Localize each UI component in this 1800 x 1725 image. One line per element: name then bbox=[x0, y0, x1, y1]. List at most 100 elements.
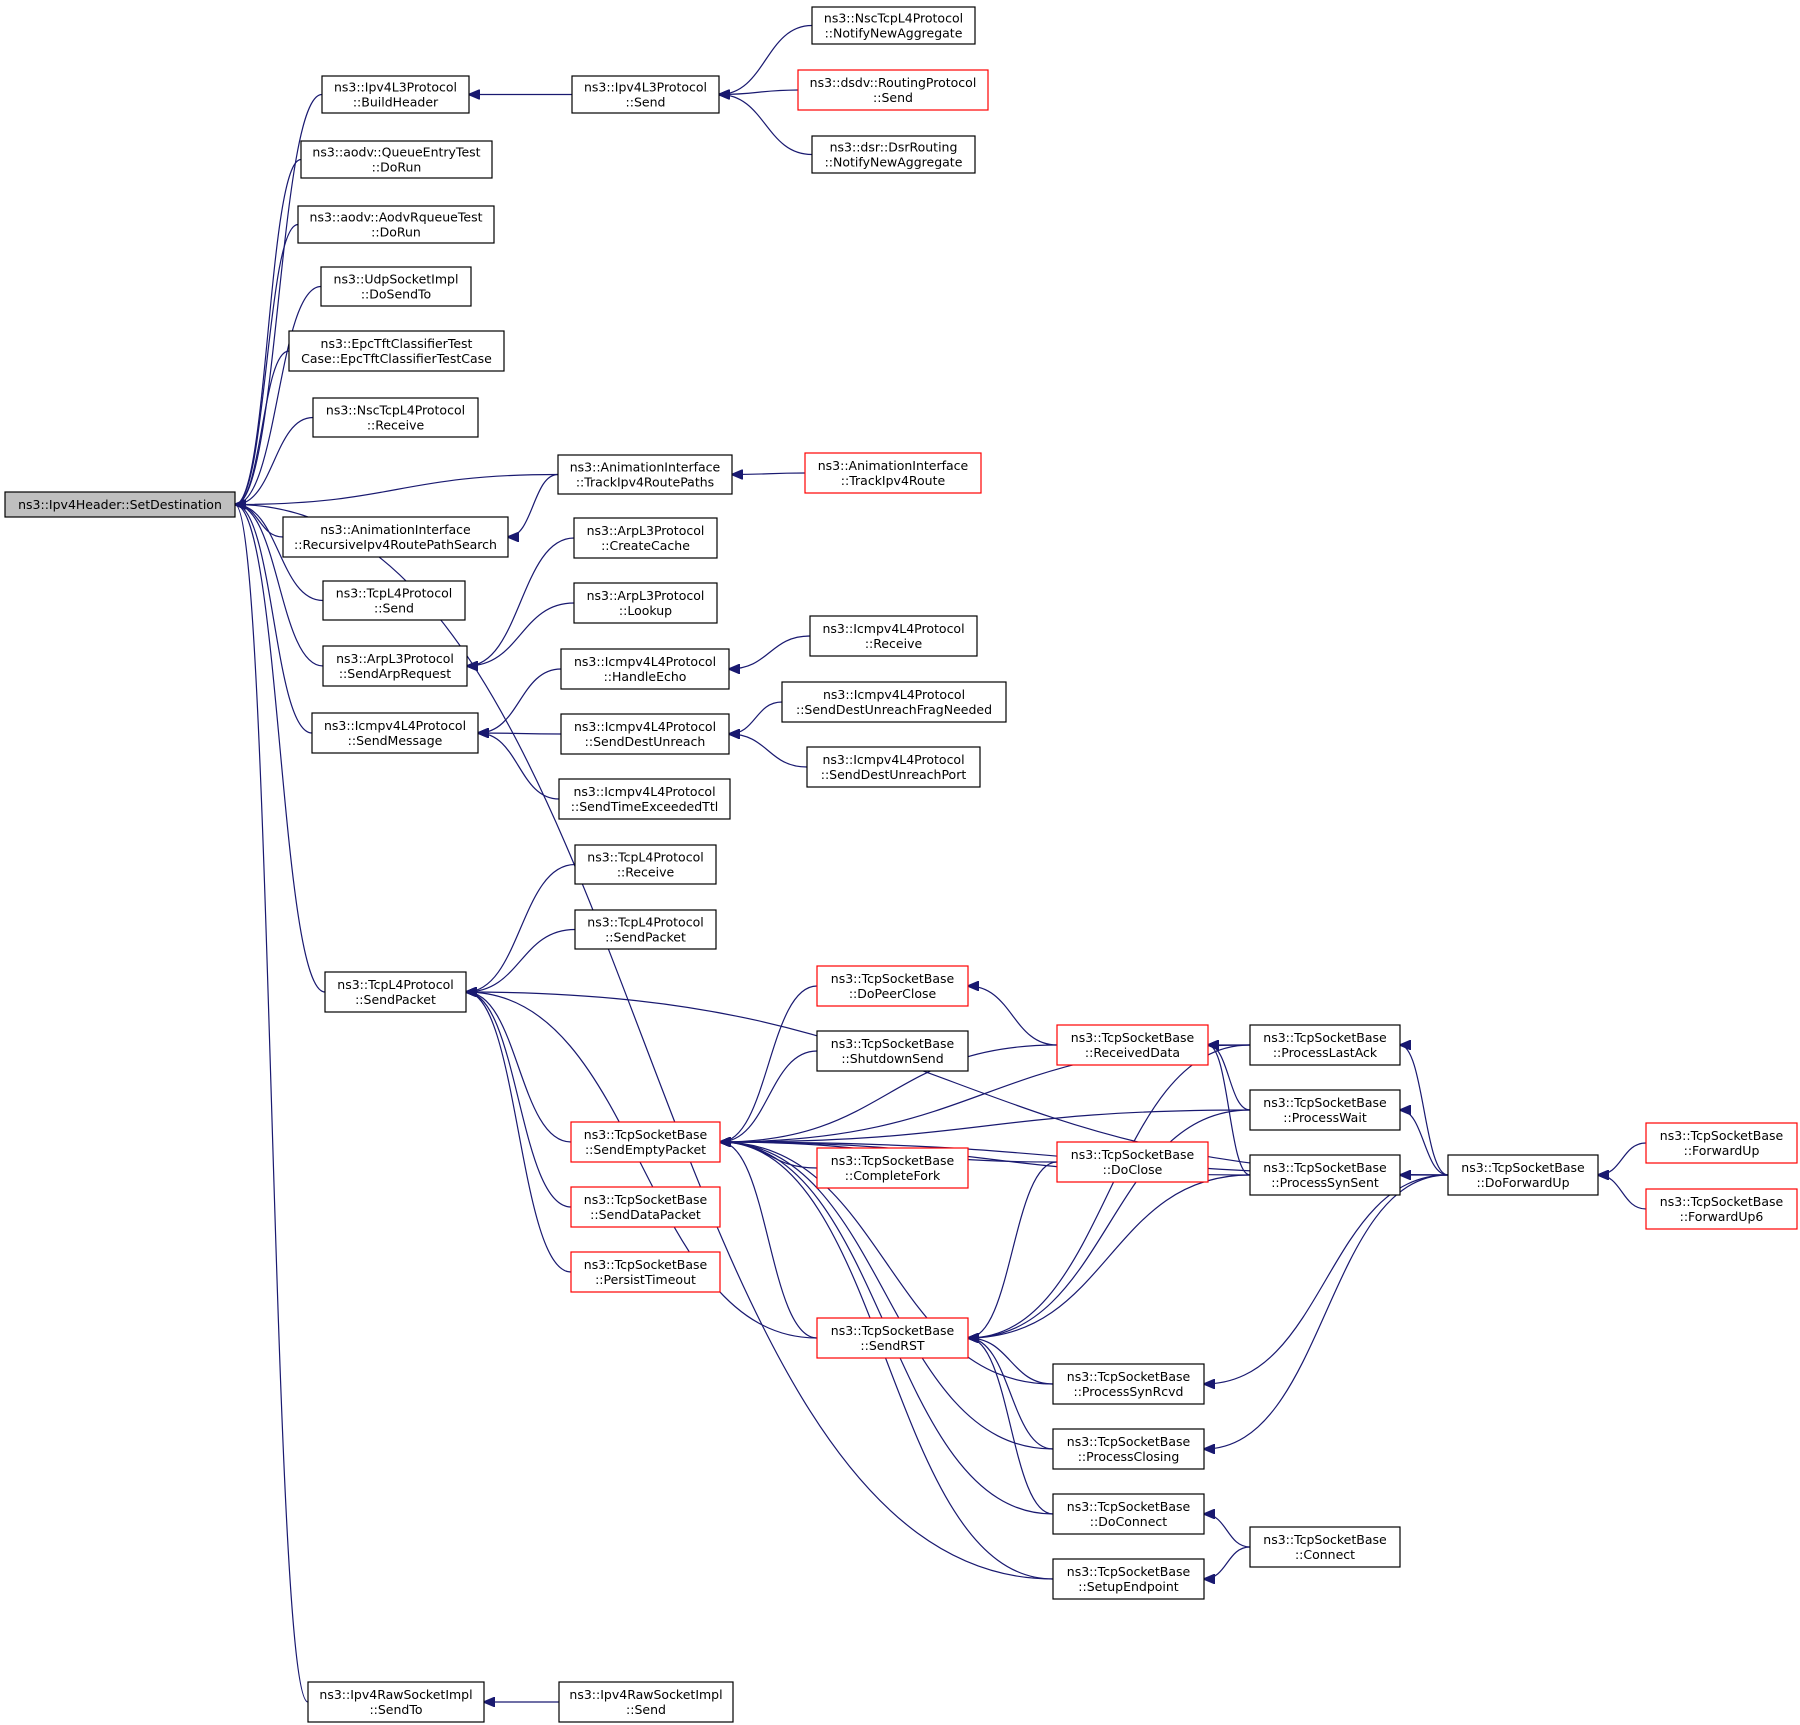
node-recursivepath[interactable]: ns3::AnimationInterface::RecursiveIpv4Ro… bbox=[282, 516, 509, 558]
node-box-doforwardup[interactable] bbox=[1447, 1154, 1599, 1196]
node-arpsendreq[interactable]: ns3::ArpL3Protocol::SendArpRequest bbox=[322, 645, 468, 687]
node-box-doclose[interactable] bbox=[1056, 1141, 1209, 1183]
node-setdest[interactable]: ns3::Ipv4Header::SetDestination bbox=[4, 491, 236, 518]
node-box-setdest[interactable] bbox=[4, 491, 236, 518]
node-box-processlastack[interactable] bbox=[1249, 1024, 1401, 1066]
node-doforwardup[interactable]: ns3::TcpSocketBase::DoForwardUp bbox=[1447, 1154, 1599, 1196]
node-box-aodvrqueue[interactable] bbox=[297, 205, 495, 244]
node-processlastack[interactable]: ns3::TcpSocketBase::ProcessLastAck bbox=[1249, 1024, 1401, 1066]
node-arplookup[interactable]: ns3::ArpL3Protocol::Lookup bbox=[573, 582, 718, 624]
node-persisttimeout[interactable]: ns3::TcpSocketBase::PersistTimeout bbox=[570, 1251, 721, 1293]
node-box-nscreceive[interactable] bbox=[312, 397, 479, 438]
node-icmpdestunreach[interactable]: ns3::Icmpv4L4Protocol::SendDestUnreach bbox=[560, 713, 730, 755]
node-rawsend[interactable]: ns3::Ipv4RawSocketImpl::Send bbox=[558, 1681, 734, 1723]
node-box-buildheader[interactable] bbox=[321, 75, 470, 114]
node-doconnect[interactable]: ns3::TcpSocketBase::DoConnect bbox=[1052, 1493, 1205, 1535]
node-forwardup6[interactable]: ns3::TcpSocketBase::ForwardUp6 bbox=[1645, 1188, 1798, 1230]
node-box-setupendpoint[interactable] bbox=[1052, 1558, 1205, 1600]
node-box-trackroute[interactable] bbox=[804, 452, 982, 494]
node-box-processclosing[interactable] bbox=[1052, 1428, 1205, 1470]
node-nscnotify[interactable]: ns3::NscTcpL4Protocol::NotifyNewAggregat… bbox=[811, 6, 976, 45]
node-epctft[interactable]: ns3::EpcTftClassifierTestCase::EpcTftCla… bbox=[288, 330, 505, 372]
node-box-icmptimeexceeded[interactable] bbox=[558, 778, 731, 820]
node-box-senddatapacket[interactable] bbox=[570, 1186, 721, 1228]
node-forwardup[interactable]: ns3::TcpSocketBase::ForwardUp bbox=[1645, 1122, 1798, 1164]
node-shutdownsend[interactable]: ns3::TcpSocketBase::ShutdownSend bbox=[816, 1030, 969, 1072]
node-box-tcpl4receive[interactable] bbox=[574, 844, 717, 885]
node-completefork[interactable]: ns3::TcpSocketBase::CompleteFork bbox=[816, 1147, 969, 1189]
node-tcpl4send[interactable]: ns3::TcpL4Protocol::Send bbox=[322, 580, 466, 621]
node-udpsendto[interactable]: ns3::UdpSocketImpl::DoSendTo bbox=[320, 266, 472, 307]
node-nscreceive[interactable]: ns3::NscTcpL4Protocol::Receive bbox=[312, 397, 479, 438]
node-receiveddata[interactable]: ns3::TcpSocketBase::ReceivedData bbox=[1056, 1024, 1209, 1066]
node-tcpl4receive[interactable]: ns3::TcpL4Protocol::Receive bbox=[574, 844, 717, 885]
node-box-receiveddata[interactable] bbox=[1056, 1024, 1209, 1066]
node-box-icmpreceive[interactable] bbox=[809, 615, 978, 657]
node-box-forwardup6[interactable] bbox=[1645, 1188, 1798, 1230]
node-box-icmphandleecho[interactable] bbox=[560, 648, 730, 690]
node-icmpsendmsg[interactable]: ns3::Icmpv4L4Protocol::SendMessage bbox=[311, 712, 479, 754]
node-box-icmpsendmsg[interactable] bbox=[311, 712, 479, 754]
node-trackroute[interactable]: ns3::AnimationInterface::TrackIpv4Route bbox=[804, 452, 982, 494]
node-box-trackroutepaths[interactable] bbox=[557, 454, 733, 495]
node-box-tcpl4sendpacket[interactable] bbox=[324, 971, 467, 1013]
node-box-sendemptypacket[interactable] bbox=[570, 1121, 721, 1163]
node-icmptimeexceeded[interactable]: ns3::Icmpv4L4Protocol::SendTimeExceededT… bbox=[558, 778, 731, 820]
node-box-persisttimeout[interactable] bbox=[570, 1251, 721, 1293]
node-senddatapacket[interactable]: ns3::TcpSocketBase::SendDataPacket bbox=[570, 1186, 721, 1228]
node-box-dsdvsend[interactable] bbox=[797, 69, 989, 111]
node-processsynrcvd[interactable]: ns3::TcpSocketBase::ProcessSynRcvd bbox=[1052, 1363, 1205, 1405]
node-box-l3send[interactable] bbox=[571, 75, 720, 114]
node-box-processsynsent[interactable] bbox=[1249, 1154, 1401, 1196]
node-buildheader[interactable]: ns3::Ipv4L3Protocol::BuildHeader bbox=[321, 75, 470, 114]
node-box-rawsendto[interactable] bbox=[307, 1681, 485, 1723]
node-icmphandleecho[interactable]: ns3::Icmpv4L4Protocol::HandleEcho bbox=[560, 648, 730, 690]
node-tcpl4sendpacket2[interactable]: ns3::TcpL4Protocol::SendPacket bbox=[574, 909, 717, 950]
node-connect[interactable]: ns3::TcpSocketBase::Connect bbox=[1249, 1526, 1401, 1568]
node-box-doconnect[interactable] bbox=[1052, 1493, 1205, 1535]
node-dsdvsend[interactable]: ns3::dsdv::RoutingProtocol::Send bbox=[797, 69, 989, 111]
node-setupendpoint[interactable]: ns3::TcpSocketBase::SetupEndpoint bbox=[1052, 1558, 1205, 1600]
node-rawsendto[interactable]: ns3::Ipv4RawSocketImpl::SendTo bbox=[307, 1681, 485, 1723]
node-box-icmpfragneeded[interactable] bbox=[781, 681, 1007, 723]
node-processclosing[interactable]: ns3::TcpSocketBase::ProcessClosing bbox=[1052, 1428, 1205, 1470]
node-box-arplookup[interactable] bbox=[573, 582, 718, 624]
node-tcpl4sendpacket[interactable]: ns3::TcpL4Protocol::SendPacket bbox=[324, 971, 467, 1013]
node-processwait[interactable]: ns3::TcpSocketBase::ProcessWait bbox=[1249, 1089, 1401, 1131]
node-box-processsynrcvd[interactable] bbox=[1052, 1363, 1205, 1405]
node-box-arpcreatecache[interactable] bbox=[573, 517, 718, 559]
node-arpcreatecache[interactable]: ns3::ArpL3Protocol::CreateCache bbox=[573, 517, 718, 559]
node-box-dopeerclose[interactable] bbox=[816, 965, 969, 1007]
node-doclose[interactable]: ns3::TcpSocketBase::DoClose bbox=[1056, 1141, 1209, 1183]
node-box-dsrnotify[interactable] bbox=[811, 135, 976, 174]
node-box-arpsendreq[interactable] bbox=[322, 645, 468, 687]
node-dopeerclose[interactable]: ns3::TcpSocketBase::DoPeerClose bbox=[816, 965, 969, 1007]
node-box-icmpdestport[interactable] bbox=[806, 746, 981, 788]
node-sendrst[interactable]: ns3::TcpSocketBase::SendRST bbox=[816, 1317, 969, 1359]
node-box-aodvqueue[interactable] bbox=[300, 140, 493, 179]
node-box-epctft[interactable] bbox=[288, 330, 505, 372]
node-trackroutepaths[interactable]: ns3::AnimationInterface::TrackIpv4RouteP… bbox=[557, 454, 733, 495]
node-aodvqueue[interactable]: ns3::aodv::QueueEntryTest::DoRun bbox=[300, 140, 493, 179]
node-aodvrqueue[interactable]: ns3::aodv::AodvRqueueTest::DoRun bbox=[297, 205, 495, 244]
node-icmpdestport[interactable]: ns3::Icmpv4L4Protocol::SendDestUnreachPo… bbox=[806, 746, 981, 788]
node-box-nscnotify[interactable] bbox=[811, 6, 976, 45]
node-box-rawsend[interactable] bbox=[558, 1681, 734, 1723]
node-box-forwardup[interactable] bbox=[1645, 1122, 1798, 1164]
node-l3send[interactable]: ns3::Ipv4L3Protocol::Send bbox=[571, 75, 720, 114]
node-box-sendrst[interactable] bbox=[816, 1317, 969, 1359]
node-processsynsent[interactable]: ns3::TcpSocketBase::ProcessSynSent bbox=[1249, 1154, 1401, 1196]
node-box-connect[interactable] bbox=[1249, 1526, 1401, 1568]
node-box-tcpl4sendpacket2[interactable] bbox=[574, 909, 717, 950]
node-box-shutdownsend[interactable] bbox=[816, 1030, 969, 1072]
node-box-tcpl4send[interactable] bbox=[322, 580, 466, 621]
node-box-recursivepath[interactable] bbox=[282, 516, 509, 558]
node-dsrnotify[interactable]: ns3::dsr::DsrRouting::NotifyNewAggregate bbox=[811, 135, 976, 174]
node-box-completefork[interactable] bbox=[816, 1147, 969, 1189]
node-box-icmpdestunreach[interactable] bbox=[560, 713, 730, 755]
node-sendemptypacket[interactable]: ns3::TcpSocketBase::SendEmptyPacket bbox=[570, 1121, 721, 1163]
node-box-udpsendto[interactable] bbox=[320, 266, 472, 307]
node-icmpreceive[interactable]: ns3::Icmpv4L4Protocol::Receive bbox=[809, 615, 978, 657]
node-box-processwait[interactable] bbox=[1249, 1089, 1401, 1131]
node-icmpfragneeded[interactable]: ns3::Icmpv4L4Protocol::SendDestUnreachFr… bbox=[781, 681, 1007, 723]
